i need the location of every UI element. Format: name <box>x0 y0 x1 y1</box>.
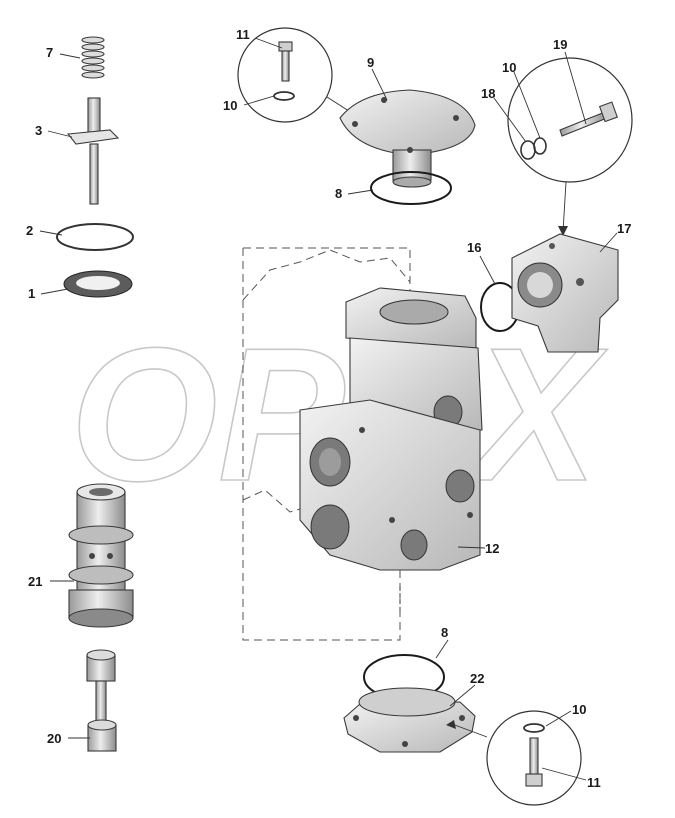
callout-12: 12 <box>485 541 499 556</box>
callout-9: 9 <box>367 55 374 70</box>
callout-11-top: 11 <box>236 27 250 42</box>
part-21-spool <box>68 483 134 628</box>
callout-10-bottom: 10 <box>572 702 586 717</box>
part-1-washer <box>63 270 133 298</box>
callout-22: 22 <box>470 671 484 686</box>
callout-18: 18 <box>481 86 495 101</box>
callout-20: 20 <box>47 731 61 746</box>
callouts: 7 3 2 1 21 20 11 10 9 8 19 10 18 16 17 1… <box>26 27 631 790</box>
callout-1: 1 <box>28 286 35 301</box>
callout-10-top: 10 <box>223 98 237 113</box>
inset-detail-bottom <box>486 710 582 806</box>
inset-detail-right <box>507 57 633 236</box>
part-9-cover-plate <box>339 89 476 188</box>
part-3-valve-stem <box>66 97 120 205</box>
callout-2: 2 <box>26 223 33 238</box>
callout-10-right: 10 <box>502 60 516 75</box>
part-12-valve-body <box>299 287 483 612</box>
callout-21: 21 <box>28 574 42 589</box>
callout-3: 3 <box>35 123 42 138</box>
callout-8-bottom: 8 <box>441 625 448 640</box>
part-7-spring <box>81 36 105 79</box>
callout-16: 16 <box>467 240 481 255</box>
part-8-o-ring-top <box>370 171 452 205</box>
callout-19: 19 <box>553 37 567 52</box>
callout-8-top: 8 <box>335 186 342 201</box>
callout-11-bottom: 11 <box>587 775 601 790</box>
part-22-bottom-cap <box>343 687 488 753</box>
inset-detail-top <box>237 27 353 123</box>
callout-17: 17 <box>617 221 631 236</box>
part-20-piston <box>86 649 117 752</box>
callout-7: 7 <box>46 45 53 60</box>
part-17-adapter-block <box>511 233 619 353</box>
part-2-snap-ring <box>56 223 134 251</box>
